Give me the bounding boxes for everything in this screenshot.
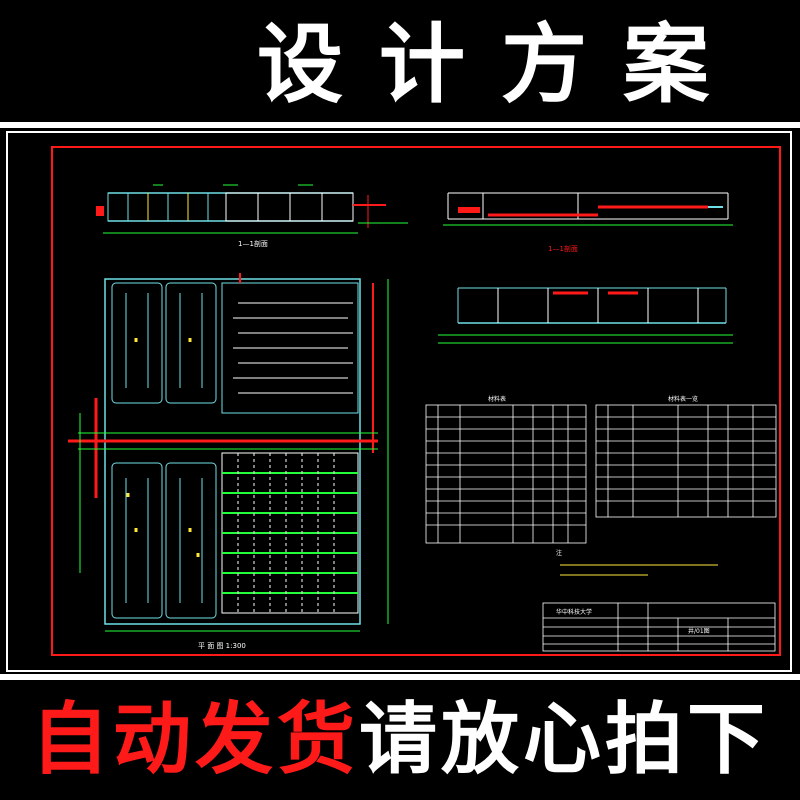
table1-title: 材料表 — [488, 395, 506, 403]
top-divider — [0, 122, 800, 128]
bottom-divider — [0, 674, 800, 680]
banner-title: 设计方案 — [257, 15, 745, 115]
auto-delivery-text: 自动发货 — [30, 695, 359, 785]
section-label-2: 1—1剖面 — [548, 244, 578, 253]
bottom-banner: 自动发货 请放心拍下 — [0, 680, 800, 800]
section-elevation-left — [96, 184, 408, 234]
section-elevation-right-mid — [438, 287, 733, 344]
notes-title: 注 — [556, 549, 562, 557]
drawing-border — [51, 146, 781, 656]
top-banner: 设计方案 — [0, 0, 800, 122]
institution-label: 华中科技大学 — [556, 608, 592, 616]
cad-drawing-frame: 1—1剖面 1—1剖面 — [6, 131, 792, 672]
cad-drawing: 1—1剖面 1—1剖面 — [51, 146, 781, 656]
plan-view — [68, 273, 389, 632]
table2-title: 材料表一览 — [668, 395, 698, 403]
title-block — [542, 602, 776, 652]
sheet-id: 井/01图 — [688, 627, 710, 635]
plan-label: 平 面 图 1:300 — [198, 642, 246, 650]
section-elevation-right-top — [443, 192, 733, 226]
material-table-2 — [595, 404, 777, 518]
notes-lines — [560, 564, 718, 576]
material-table-1 — [425, 404, 587, 544]
buy-with-confidence-text: 请放心拍下 — [359, 695, 770, 785]
section-label-1: 1—1剖面 — [238, 239, 268, 248]
